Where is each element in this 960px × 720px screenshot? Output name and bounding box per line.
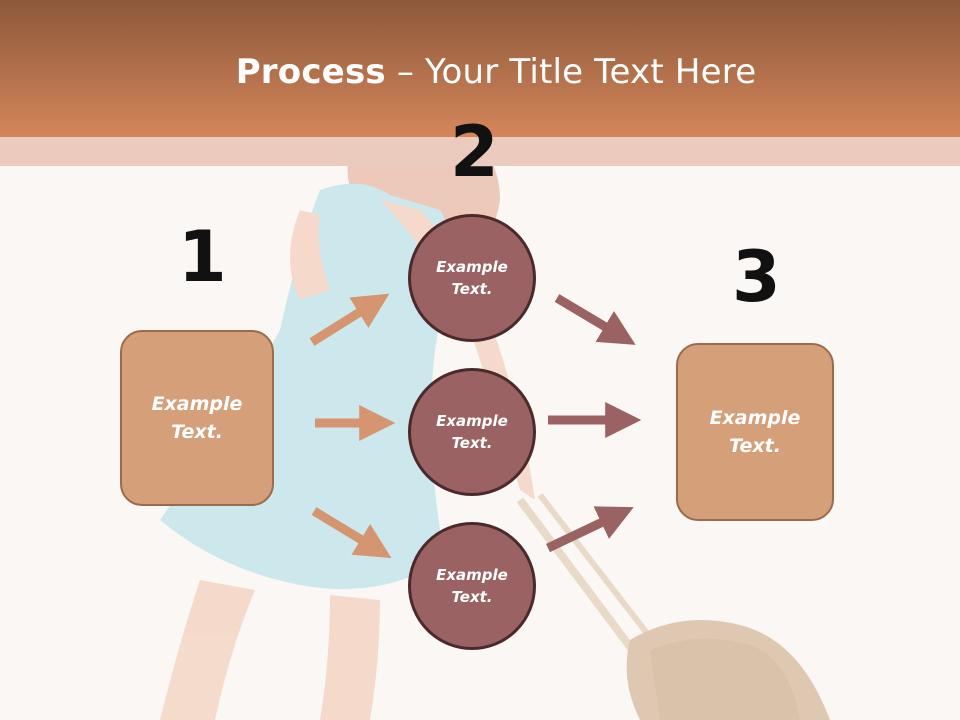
circle-2: Example Text. (408, 368, 536, 496)
step-1-box: Example Text. (120, 330, 274, 506)
title-bold: Process (235, 52, 386, 92)
step-1-text: Example Text. (151, 392, 243, 444)
title-rest: – Your Title Text Here (385, 52, 757, 92)
circle-3-text: Example Text. (436, 565, 508, 607)
arrow-from-circle-1 (554, 294, 636, 345)
arrow-to-circle-3 (311, 507, 392, 559)
step-3-box: Example Text. (676, 343, 834, 521)
arrow-to-circle-1 (309, 293, 390, 346)
step-number-3: 3 (732, 236, 781, 318)
title-underband (0, 137, 960, 166)
step-number-2: 2 (450, 111, 499, 193)
circle-2-text: Example Text. (436, 411, 508, 453)
circle-3: Example Text. (408, 522, 536, 650)
title-bar (0, 0, 960, 137)
circle-1: Example Text. (408, 214, 536, 342)
step-number-1: 1 (178, 216, 227, 298)
slide-title: Process – Your Title Text Here (0, 52, 960, 92)
circle-1-text: Example Text. (436, 257, 508, 299)
arrow-from-circle-3 (546, 506, 634, 553)
step-3-text: Example Text. (709, 406, 801, 458)
